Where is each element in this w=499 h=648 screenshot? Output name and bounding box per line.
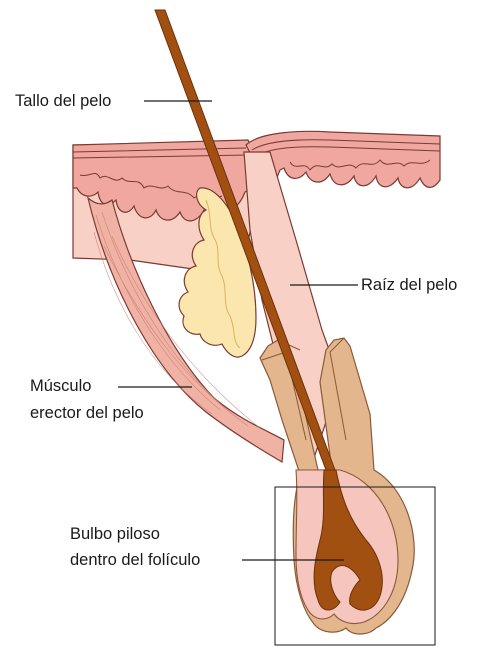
label-hair-root: Raíz del pelo <box>361 275 457 296</box>
label-arrector-muscle-line2: erector del pelo <box>30 403 144 424</box>
label-hair-shaft: Tallo del pelo <box>15 91 111 112</box>
label-hair-bulb-line2: dentro del folículo <box>70 550 200 571</box>
label-hair-bulb-line1: Bulbo piloso <box>70 524 160 545</box>
label-arrector-muscle-line1: Músculo <box>30 376 91 397</box>
